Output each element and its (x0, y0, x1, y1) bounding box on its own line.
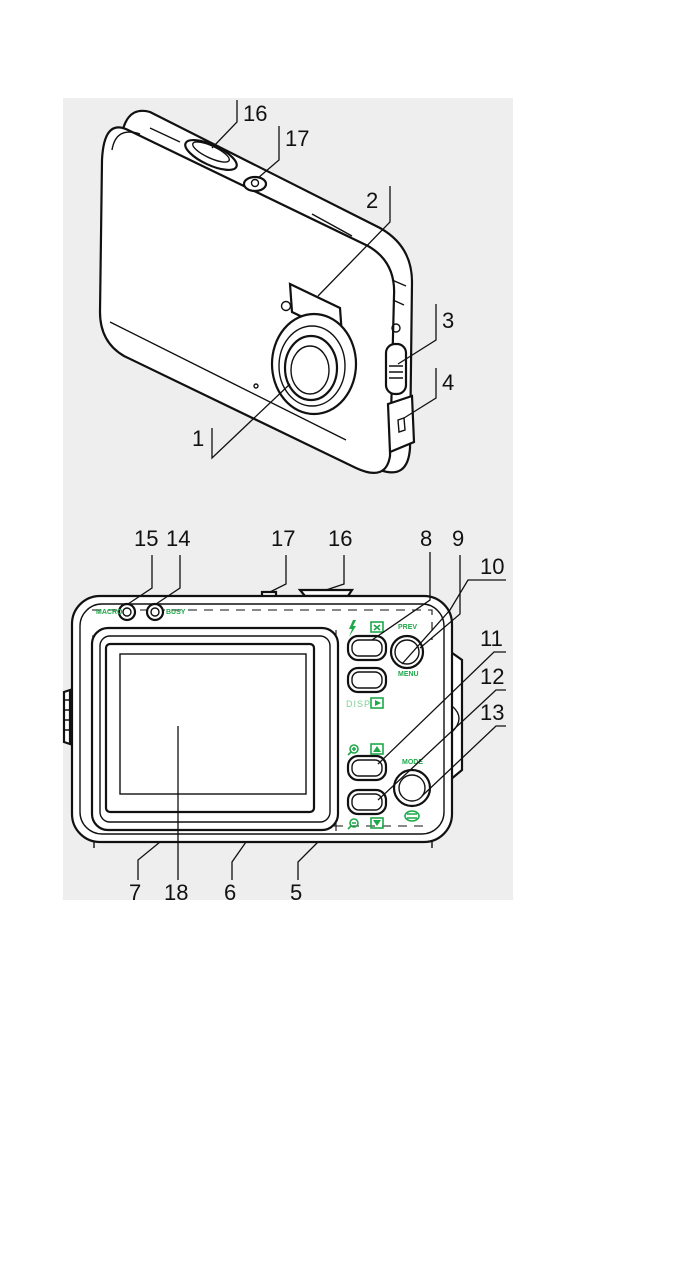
callout-17-front: 17 (285, 126, 309, 151)
busy-label: BUSY (166, 609, 186, 616)
prev-label: PREV (398, 624, 417, 631)
callout-6: 6 (224, 880, 236, 905)
disp-label: DISP (346, 699, 371, 709)
callout-16-front: 16 (243, 101, 267, 126)
callout-3: 3 (442, 308, 454, 333)
callout-5: 5 (290, 880, 302, 905)
callout-9: 9 (452, 526, 464, 551)
callout-14: 14 (166, 526, 190, 551)
busy-led (147, 604, 163, 620)
mode-button (394, 770, 430, 806)
callout-8: 8 (420, 526, 432, 551)
callout-18: 18 (164, 880, 188, 905)
playback-button (348, 668, 386, 692)
callout-11: 11 (480, 626, 503, 651)
usb-port-cover (388, 396, 414, 452)
back-view: MACRO BUSY DISP PREV MENU (64, 590, 462, 848)
callout-13: 13 (480, 700, 504, 725)
menu-button (391, 636, 423, 668)
callout-17-back: 17 (271, 526, 295, 551)
callout-16-back: 16 (328, 526, 352, 551)
lcd-screen (106, 644, 314, 812)
callout-7: 7 (129, 880, 141, 905)
power-button (244, 177, 266, 191)
macro-label: MACRO (96, 609, 123, 616)
zoom-out-button (348, 790, 386, 814)
zoom-in-button (348, 756, 386, 780)
menu-label: MENU (398, 671, 419, 678)
callout-4: 4 (442, 370, 454, 395)
callout-12: 12 (480, 664, 504, 689)
flash-button (348, 636, 386, 660)
mode-switch (386, 344, 406, 394)
callout-15: 15 (134, 526, 158, 551)
lens (272, 314, 356, 414)
callout-10: 10 (480, 554, 504, 579)
side-knurl (64, 690, 70, 744)
callout-1: 1 (192, 426, 204, 451)
callout-2: 2 (366, 188, 378, 213)
